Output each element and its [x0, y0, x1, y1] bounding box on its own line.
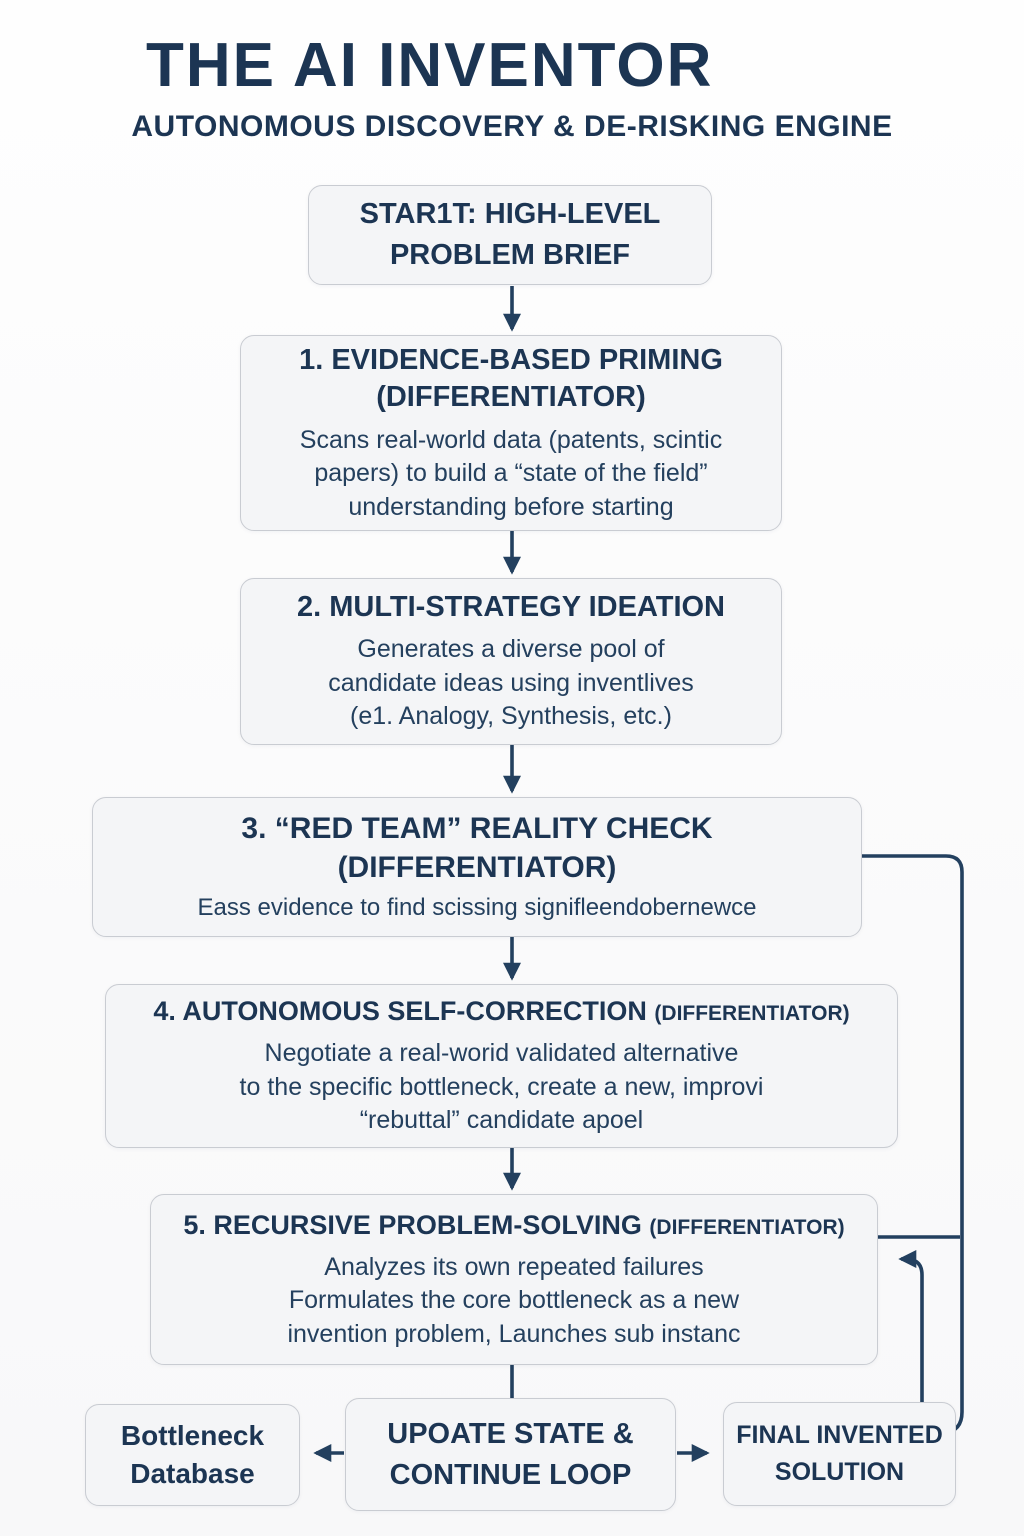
node-description-line: Eass evidence to find scissing signiflee… [197, 894, 757, 922]
node-description-line: papers) to build a “state of the field” [314, 459, 708, 488]
node-start-problem-brief: STAR1T: HIGH-LEVEL PROBLEM BRIEF [308, 185, 712, 285]
node-description-line: (e1. Analogy, Synthesis, etc.) [350, 702, 672, 731]
node-description-line: “rebuttal” candidate apoel [359, 1106, 644, 1135]
page-title: THE AI INVENTOR [146, 31, 714, 100]
node-bottleneck-database: Bottleneck Database [85, 1404, 300, 1506]
node-title-line: CONTINUE LOOP [389, 1458, 632, 1491]
node-title-line: (DIFFERENTIATOR) [376, 381, 646, 414]
node-title: UPOATE STATE & CONTINUE LOOP [387, 1414, 634, 1495]
node-update-state-continue-loop: UPOATE STATE & CONTINUE LOOP [345, 1398, 676, 1511]
node-step4-autonomous-self-correction: 4. AUTONOMOUS SELF-CORRECTION (DIFFERENT… [105, 984, 898, 1148]
node-title: 2. MULTI-STRATEGY IDEATION [297, 589, 725, 627]
node-title: 4. AUTONOMOUS SELF-CORRECTION (DIFFERENT… [153, 994, 849, 1029]
node-description-line: Scans real-world data (patents, scintic [299, 425, 723, 454]
node-title: 3. “RED TEAM” REALITY CHECK (DIFFERENTIA… [241, 809, 712, 887]
node-title: Bottleneck Database [121, 1417, 264, 1493]
node-description-line: to the specific bottleneck, create a new… [239, 1072, 764, 1101]
node-differentiator-tag: (DIFFERENTIATOR) [649, 1215, 845, 1239]
node-description-line: Formulates the core bottleneck as a new [288, 1286, 740, 1315]
node-step5-recursive-problem-solving: 5. RECURSIVE PROBLEM-SOLVING (DIFFERENTI… [150, 1194, 878, 1365]
node-description: Eass evidence to find scissing signiflee… [198, 892, 757, 924]
node-step1-evidence-based-priming: 1. EVIDENCE-BASED PRIMING (DIFFERENTIATO… [240, 335, 782, 531]
node-title: STAR1T: HIGH-LEVEL PROBLEM BRIEF [360, 194, 661, 275]
node-description-line: candidate ideas using inventlives [328, 668, 694, 697]
node-final-invented-solution: FINAL INVENTED SOLUTION [723, 1402, 956, 1506]
node-title-line: (DIFFERENTIATOR) [337, 851, 617, 885]
node-title: 1. EVIDENCE-BASED PRIMING (DIFFERENTIATO… [299, 342, 723, 417]
node-title-line: 1. EVIDENCE-BASED PRIMING [299, 343, 723, 376]
node-title: FINAL INVENTED SOLUTION [736, 1417, 943, 1492]
node-title-line: 3. “RED TEAM” REALITY CHECK [241, 812, 713, 846]
node-title: 5. RECURSIVE PROBLEM-SOLVING (DIFFERENTI… [183, 1208, 844, 1243]
node-title-line: FINAL INVENTED [736, 1420, 943, 1449]
node-description-line: Generates a diverse pool of [357, 635, 665, 664]
node-title-line: STAR1T: HIGH-LEVEL [359, 198, 661, 231]
node-description: Analyzes its own repeated failures Formu… [287, 1251, 740, 1352]
node-title-line: SOLUTION [774, 1458, 905, 1486]
node-description-line: invention problem, Launches sub instanc [287, 1319, 741, 1348]
node-title-text: 5. RECURSIVE PROBLEM-SOLVING [183, 1209, 642, 1240]
node-step3-red-team-reality-check: 3. “RED TEAM” REALITY CHECK (DIFFERENTIA… [92, 797, 862, 937]
page-subtitle: AUTONOMOUS DISCOVERY & DE-RISKING ENGINE [131, 110, 893, 143]
arrow-final-loop-to-step5 [898, 1250, 924, 1403]
node-description: Generates a diverse pool of candidate id… [328, 633, 694, 734]
node-differentiator-tag: (DIFFERENTIATOR) [654, 1002, 850, 1026]
node-step2-multi-strategy-ideation: 2. MULTI-STRATEGY IDEATION Generates a d… [240, 578, 782, 745]
node-description-line: Analyzes its own repeated failures [324, 1252, 704, 1281]
node-description: Scans real-world data (patents, scintic … [300, 424, 722, 525]
node-title-line: Database [130, 1458, 255, 1489]
node-title-text: 4. AUTONOMOUS SELF-CORRECTION [153, 996, 647, 1027]
node-description: Negotiate a real-worid validated alterna… [240, 1037, 764, 1138]
node-description-line: Negotiate a real-worid validated alterna… [264, 1039, 739, 1068]
node-description-line: understanding before starting [348, 492, 674, 521]
node-title-line: 2. MULTI-STRATEGY IDEATION [296, 591, 726, 624]
node-title-line: Bottleneck [120, 1420, 265, 1452]
node-title-line: PROBLEM BRIEF [389, 239, 631, 271]
node-title-line: UPOATE STATE & [387, 1417, 634, 1450]
